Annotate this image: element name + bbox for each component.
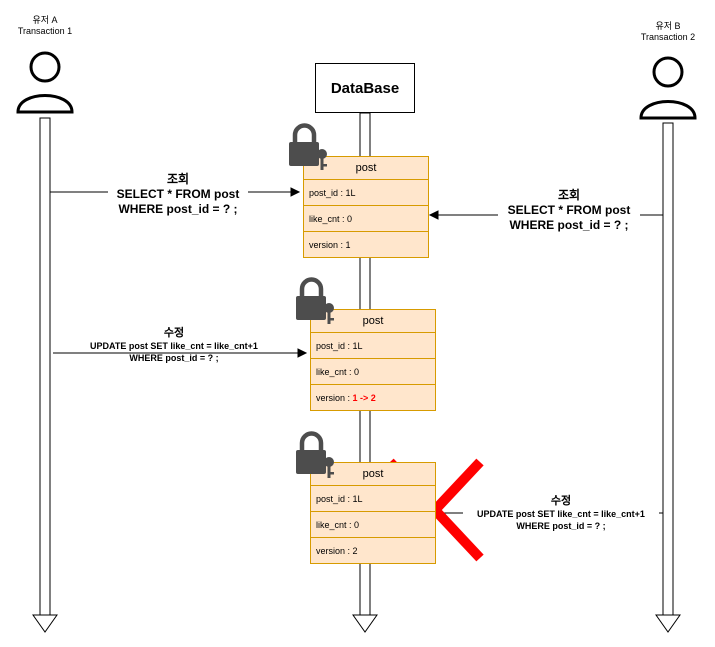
post-entity-1: post post_id : 1L like_cnt : 0 version :… [303,156,429,258]
message-b-update: 수정 UPDATE post SET like_cnt = like_cnt+1… [463,494,659,532]
message-line2: WHERE post_id = ? ; [129,353,219,363]
post-entity-3: post post_id : 1L like_cnt : 0 version :… [310,462,436,564]
version-prefix: version : [316,392,353,403]
entity-row-like-cnt: like_cnt : 0 [304,206,428,232]
lock-key-icon [296,277,334,324]
arrowhead [428,210,439,220]
version-change: 1 -> 2 [352,392,376,403]
message-line1: UPDATE post SET like_cnt = like_cnt+1 [76,340,272,352]
message-line2: WHERE post_id = ? ; [516,521,606,531]
message-title: 조회 [166,172,190,186]
message-a-select: 조회 SELECT * FROM post WHERE post_id = ? … [108,172,248,217]
entity-title: post [311,463,435,486]
message-line1: SELECT * FROM post [498,203,640,218]
entity-row-like-cnt: like_cnt : 0 [311,359,435,385]
message-title: 수정 [163,327,185,339]
lifeline-user-a [32,117,58,633]
entity-row-version: version : 1 -> 2 [311,385,435,410]
actor-b-label: 유저 B Transaction 2 [623,21,713,43]
arrowhead [290,187,301,197]
lock-key-icon [296,431,334,478]
actor-a-transaction: Transaction 1 [17,26,73,36]
message-line1: UPDATE post SET like_cnt = like_cnt+1 [463,508,659,520]
database-box: DataBase [315,63,415,113]
lock-key-icon [289,123,327,170]
message-title: 수정 [550,495,572,507]
entity-title: post [304,157,428,180]
person-icon [639,56,697,120]
message-line2: WHERE post_id = ? ; [118,202,238,216]
message-b-select: 조회 SELECT * FROM post WHERE post_id = ? … [498,188,640,233]
message-a-update: 수정 UPDATE post SET like_cnt = like_cnt+1… [76,326,272,364]
post-entity-2: post post_id : 1L like_cnt : 0 version :… [310,309,436,411]
actor-a-label: 유저 A Transaction 1 [0,15,90,37]
actor-b-transaction: Transaction 2 [640,32,696,42]
message-title: 조회 [557,188,581,202]
lifeline-user-b [655,122,681,633]
message-line1: SELECT * FROM post [108,187,248,202]
person-icon [16,51,74,114]
actor-a-name: 유저 A [32,15,58,25]
entity-title: post [311,310,435,333]
entity-row-like-cnt: like_cnt : 0 [311,512,435,538]
database-title: DataBase [330,79,400,97]
arrowhead [297,348,308,358]
entity-row-post-id: post_id : 1L [304,180,428,206]
message-line2: WHERE post_id = ? ; [509,218,629,232]
actor-b-name: 유저 B [655,21,681,31]
entity-row-version: version : 2 [316,545,358,556]
entity-row-post-id: post_id : 1L [311,486,435,512]
entity-row-post-id: post_id : 1L [311,333,435,359]
entity-row-version: version : 1 [309,239,351,250]
